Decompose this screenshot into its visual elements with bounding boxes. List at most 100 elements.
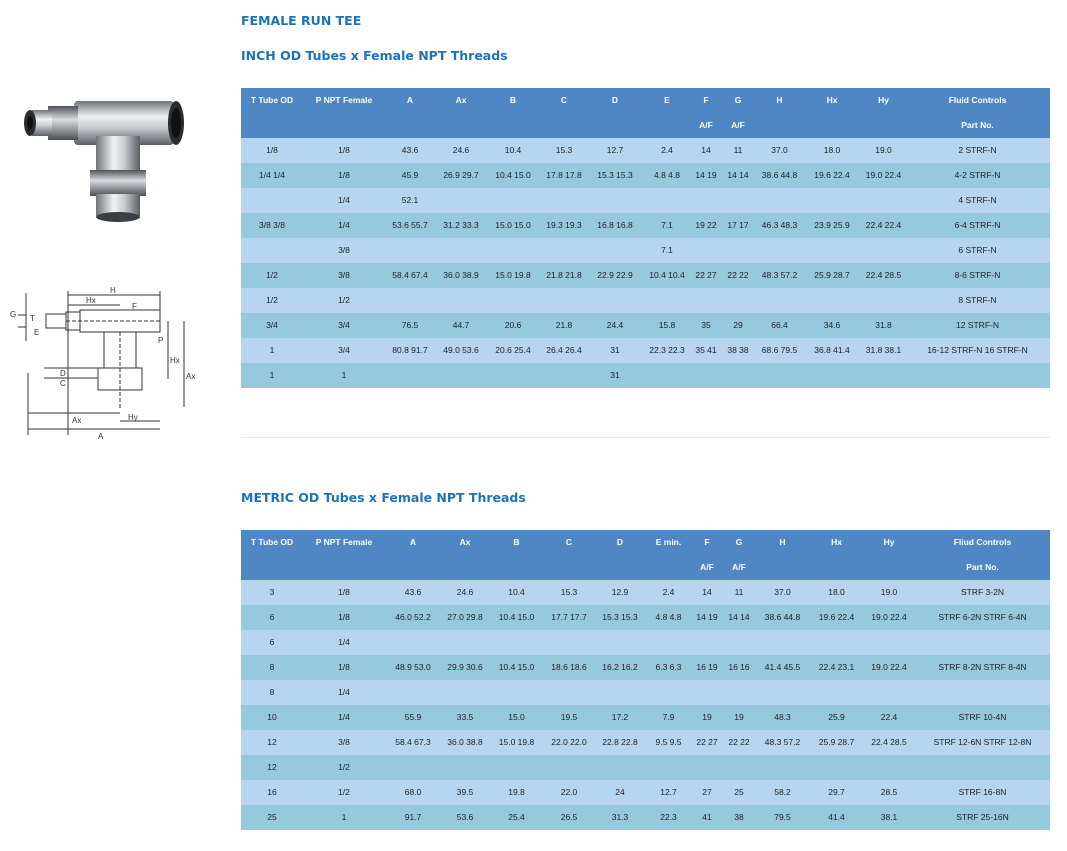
- table-row-cell: 14 19: [693, 163, 719, 188]
- table-row-cell: 1/8: [303, 605, 385, 630]
- table-row-cell: 16 19: [691, 655, 723, 680]
- table-row-cell: [693, 363, 719, 388]
- table-row-cell: [435, 363, 487, 388]
- table-row-cell: [691, 755, 723, 780]
- table-row-cell: 36.0 38.9: [435, 263, 487, 288]
- table-row-cell: 58.4 67.3: [385, 730, 441, 755]
- table-row-cell: 24.6: [441, 580, 489, 605]
- table-row-cell: [757, 363, 802, 388]
- table-row-cell: [539, 188, 589, 213]
- table-row-cell: 10.4 15.0: [489, 655, 544, 680]
- table-row-cell: 48.9 53.0: [385, 655, 441, 680]
- header-row-cell: [241, 113, 303, 138]
- table-row-cell: [646, 680, 691, 705]
- table-row-cell: STRF 25-16N: [915, 805, 1050, 830]
- table-row-cell: 46.0 52.2: [385, 605, 441, 630]
- table-row-cell: 44.7: [435, 313, 487, 338]
- table-row-cell: 12 STRF-N: [905, 313, 1050, 338]
- table-row-cell: 12.9: [594, 580, 646, 605]
- table-row-cell: [719, 288, 757, 313]
- table-row-cell: [693, 188, 719, 213]
- table-row-cell: STRF 8-2N STRF 8-4N: [915, 655, 1050, 680]
- header-row-cell: C: [544, 530, 594, 555]
- table-row-cell: [489, 755, 544, 780]
- table-row-cell: 22.9 22.9: [589, 263, 641, 288]
- table-row-cell: 22.0 22.0: [544, 730, 594, 755]
- table-row-cell: 21.8 21.8: [539, 263, 589, 288]
- table-row-cell: 22.8 22.8: [594, 730, 646, 755]
- table-row-cell: 1/4 1/4: [241, 163, 303, 188]
- table-row-cell: 10.4: [487, 138, 539, 163]
- table-row-cell: 12: [241, 755, 303, 780]
- header-row-cell: A: [385, 88, 435, 113]
- table-row-cell: 1/2: [303, 780, 385, 805]
- table-row-cell: [544, 630, 594, 655]
- table-row-cell: [594, 630, 646, 655]
- table-row-cell: [641, 288, 693, 313]
- table-row-cell: 76.5: [385, 313, 435, 338]
- table-row-cell: [594, 755, 646, 780]
- table-row-cell: [544, 755, 594, 780]
- header-row-cell: [810, 555, 863, 580]
- table-row-cell: [487, 363, 539, 388]
- dim-label-h: H: [110, 286, 116, 295]
- table-row-cell: 16-12 STRF-N 16 STRF-N: [905, 338, 1050, 363]
- table-row-cell: 4 STRF-N: [905, 188, 1050, 213]
- table-row-cell: 17 17: [719, 213, 757, 238]
- table-row-cell: 1/4: [303, 188, 385, 213]
- header-row-cell: Fliud Controls: [915, 530, 1050, 555]
- table-row-cell: 10: [241, 705, 303, 730]
- table-row-cell: 1/4: [303, 630, 385, 655]
- table-row-cell: 19.6 22.4: [810, 605, 863, 630]
- table-row-cell: 22.4 28.5: [863, 730, 915, 755]
- table-row-cell: [862, 238, 905, 263]
- header-row-cell: G: [719, 88, 757, 113]
- header-row-cell: D: [594, 530, 646, 555]
- table-row-cell: 6.3 6.3: [646, 655, 691, 680]
- table-row-cell: [435, 288, 487, 313]
- table-row-cell: 43.6: [385, 138, 435, 163]
- header-row-cell: T Tube OD: [241, 530, 303, 555]
- table-row-cell: 1/8: [303, 580, 385, 605]
- table-row-cell: 19.0 22.4: [862, 163, 905, 188]
- table-row-cell: [862, 288, 905, 313]
- table-row-cell: 19.0: [862, 138, 905, 163]
- table-row-cell: 1/4: [303, 213, 385, 238]
- table-row-cell: [691, 630, 723, 655]
- header-row-cell: [303, 113, 385, 138]
- table-row-cell: [489, 680, 544, 705]
- female-run-tee-photo: [24, 101, 184, 222]
- table-row-cell: 24.6: [435, 138, 487, 163]
- table-row-cell: [915, 630, 1050, 655]
- table-row-cell: 15.0: [489, 705, 544, 730]
- table-row-cell: [241, 188, 303, 213]
- dim-label-ax-side: Ax: [186, 372, 195, 381]
- table-row-cell: 16 16: [723, 655, 755, 680]
- table-row-cell: 3/8: [303, 730, 385, 755]
- table-row-cell: 12: [241, 730, 303, 755]
- table-row-cell: 45.9: [385, 163, 435, 188]
- table-row-cell: 36.0 38.8: [441, 730, 489, 755]
- table-row-cell: 26.9 29.7: [435, 163, 487, 188]
- table-row-cell: [487, 238, 539, 263]
- header-row-cell: [487, 113, 539, 138]
- table-row-cell: [385, 630, 441, 655]
- table-row-cell: 29.9 30.6: [441, 655, 489, 680]
- table-row-cell: 36.8 41.4: [802, 338, 862, 363]
- table-row-cell: [755, 630, 810, 655]
- table-row-cell: [863, 630, 915, 655]
- table-row-cell: 22.4 22.4: [862, 213, 905, 238]
- table-row-cell: 22.3 22.3: [641, 338, 693, 363]
- table-row-cell: 22.0: [544, 780, 594, 805]
- table-row-cell: [863, 755, 915, 780]
- table-row-cell: 1/4: [303, 705, 385, 730]
- table-row-cell: [539, 238, 589, 263]
